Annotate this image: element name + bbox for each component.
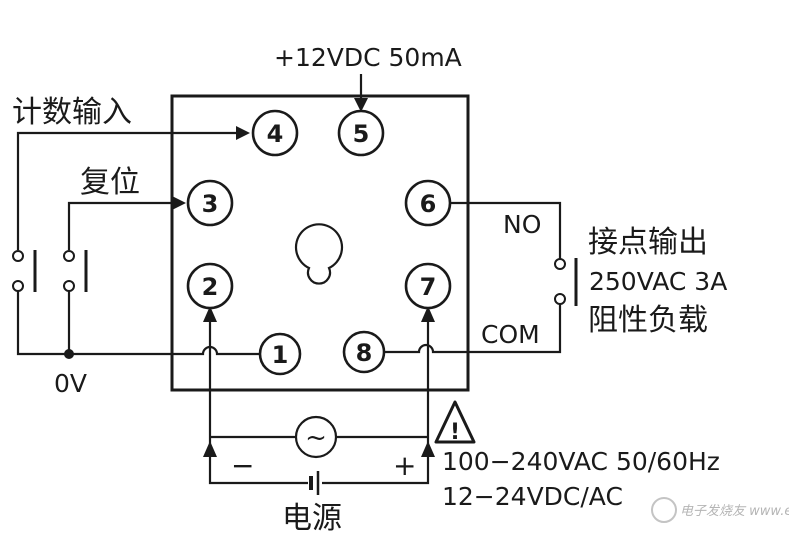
pin-7-label: 7 — [420, 273, 437, 301]
reset-arrow — [172, 196, 186, 210]
ac-tilde: ~ — [305, 423, 327, 453]
device-body — [170, 94, 470, 392]
pin7-arrow — [421, 306, 435, 322]
pin-4: 4 — [251, 109, 299, 157]
watermark-logo — [651, 497, 677, 523]
power-ac-label: 100−240VAC 50/60Hz — [442, 447, 720, 476]
contact-output-label: 接点输出 — [588, 225, 708, 260]
pin-2-label: 2 — [202, 273, 219, 301]
minus-arrow — [203, 441, 217, 457]
pin-3: 3 — [186, 179, 234, 227]
minus-label: − — [231, 449, 254, 482]
relay-top-contact — [554, 258, 566, 270]
pin-8-label: 8 — [356, 339, 373, 367]
ac-source-symbol — [294, 415, 338, 459]
switch-count-bottom-contact — [12, 280, 24, 292]
reset-label: 复位 — [80, 165, 140, 200]
pin-2: 2 — [186, 262, 234, 310]
rating-label: 250VAC 3A — [589, 267, 727, 296]
no-label: NO — [503, 210, 541, 239]
pin-4-label: 4 — [267, 120, 284, 148]
com-label: COM — [481, 320, 540, 349]
warning-triangle — [434, 400, 476, 444]
pin-6-label: 6 — [420, 190, 437, 218]
power-wire-pin2 — [208, 310, 308, 485]
count-input-label: 计数输入 — [12, 95, 132, 130]
center-key — [294, 223, 344, 285]
no-wire — [450, 201, 562, 260]
pin-6: 6 — [404, 179, 452, 227]
pin-1: 1 — [258, 332, 302, 376]
switch-reset-top-contact — [63, 250, 75, 262]
zero-v-node — [64, 349, 74, 359]
warning-mark: ! — [450, 420, 460, 445]
count-input-wire — [16, 131, 238, 250]
power-source-label: 电源 — [282, 501, 342, 536]
switch-reset-bottom-contact — [63, 280, 75, 292]
relay-bottom-contact — [554, 293, 566, 305]
pin-5: 5 — [337, 109, 385, 157]
zero-v-label: 0V — [54, 369, 87, 398]
switch-count-top-contact — [12, 250, 24, 262]
watermark-text: 电子发烧友 www.elecfans.com — [680, 504, 789, 519]
pin-5-label: 5 — [353, 120, 370, 148]
pin2-arrow — [203, 306, 217, 322]
count-input-arrow — [236, 126, 250, 140]
supply-top-label: +12VDC 50mA — [274, 43, 462, 72]
reset-wire — [67, 201, 174, 250]
resistive-load-label: 阻性负载 — [588, 303, 708, 338]
pin-1-label: 1 — [272, 341, 289, 369]
plus-label: + — [393, 449, 416, 482]
plus-arrow — [421, 441, 435, 457]
pin-3-label: 3 — [202, 190, 219, 218]
pin-7: 7 — [404, 262, 452, 310]
power-wire-pin7 — [322, 310, 430, 485]
supply-arrow-head — [354, 98, 368, 112]
power-dc-label: 12−24VDC/AC — [442, 482, 623, 511]
pin-8: 8 — [342, 330, 386, 374]
